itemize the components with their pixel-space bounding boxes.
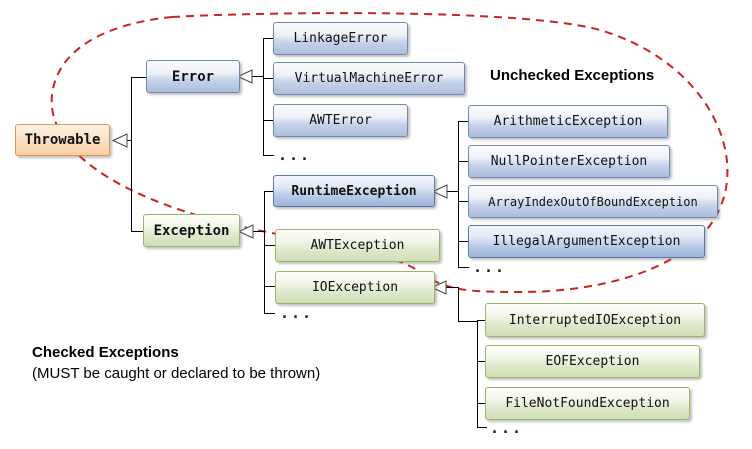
connector-runtime-trunk — [458, 121, 459, 267]
label-checked-exceptions-note: (MUST be caught or declared to be thrown… — [32, 365, 321, 382]
generalization-arrow-runtime — [432, 184, 448, 199]
connector-error-stub — [248, 76, 264, 77]
connector-throwable-stub — [126, 140, 132, 141]
node-arithmetic-exception[interactable]: ArithmeticException — [468, 105, 668, 138]
node-io-exception[interactable]: IOException — [275, 271, 435, 304]
connector-exception-trunk — [264, 191, 265, 313]
connector-runtime-b2 — [458, 161, 469, 162]
connector-error-b4 — [263, 155, 274, 156]
node-array-index-out-of-bound-exception[interactable]: ArrayIndexOutOfBoundException — [468, 185, 718, 218]
connector-exception-b4 — [264, 313, 275, 314]
generalization-arrow-error — [237, 69, 253, 84]
generalization-arrow-throwable — [112, 133, 128, 148]
node-virtual-machine-error[interactable]: VirtualMachineError — [273, 62, 465, 95]
connector-error-b1 — [263, 38, 274, 39]
connector-exception-b1 — [264, 191, 275, 192]
ellipsis-error-subclasses: ... — [278, 146, 312, 164]
node-file-not-found-exception[interactable]: FileNotFoundException — [485, 387, 690, 420]
node-runtime-exception[interactable]: RuntimeException — [273, 175, 435, 207]
connector-io-b1 — [477, 320, 487, 321]
connector-io-b3 — [477, 403, 487, 404]
connector-runtime-b3 — [458, 201, 469, 202]
connector-io-drop — [458, 287, 459, 321]
node-awt-exception[interactable]: AWTException — [275, 229, 440, 262]
connector-exception-stub — [249, 231, 265, 232]
ellipsis-exception-subclasses: ... — [280, 304, 314, 322]
connector-exception-b2 — [264, 245, 275, 246]
node-awt-error[interactable]: AWTError — [273, 104, 408, 137]
connector-runtime-b1 — [458, 121, 469, 122]
connector-runtime-b5 — [458, 267, 469, 268]
label-checked-exceptions: Checked Exceptions — [32, 344, 179, 361]
label-unchecked-exceptions: Unchecked Exceptions — [490, 67, 655, 84]
connector-exception-b3 — [264, 286, 275, 287]
node-null-pointer-exception[interactable]: NullPointerException — [468, 145, 670, 178]
connector-io-b2 — [477, 361, 487, 362]
node-exception[interactable]: Exception — [143, 214, 240, 247]
node-linkage-error[interactable]: LinkageError — [273, 22, 408, 55]
node-eof-exception[interactable]: EOFException — [485, 345, 700, 378]
connector-io-b4 — [477, 427, 487, 428]
connector-error-b2 — [263, 78, 274, 79]
generalization-arrow-exception — [238, 224, 254, 239]
connector-error-b3 — [263, 120, 274, 121]
connector-throwable-trunk — [131, 77, 132, 232]
connector-to-exception — [131, 231, 143, 232]
connector-to-error — [131, 77, 146, 78]
node-error[interactable]: Error — [146, 60, 240, 93]
node-illegal-argument-exception[interactable]: IllegalArgumentException — [468, 225, 705, 258]
connector-io-trunk — [477, 320, 478, 427]
connector-io-jog — [458, 321, 477, 322]
connector-error-trunk — [263, 38, 264, 155]
node-interrupted-io-exception[interactable]: InterruptedIOException — [485, 303, 705, 337]
node-throwable[interactable]: Throwable — [15, 124, 110, 156]
generalization-arrow-ioexception — [431, 280, 447, 295]
connector-runtime-stub — [443, 191, 459, 192]
ellipsis-runtime-subclasses: ... — [473, 258, 507, 276]
connector-runtime-b4 — [458, 241, 469, 242]
ellipsis-io-subclasses: ... — [490, 419, 524, 437]
